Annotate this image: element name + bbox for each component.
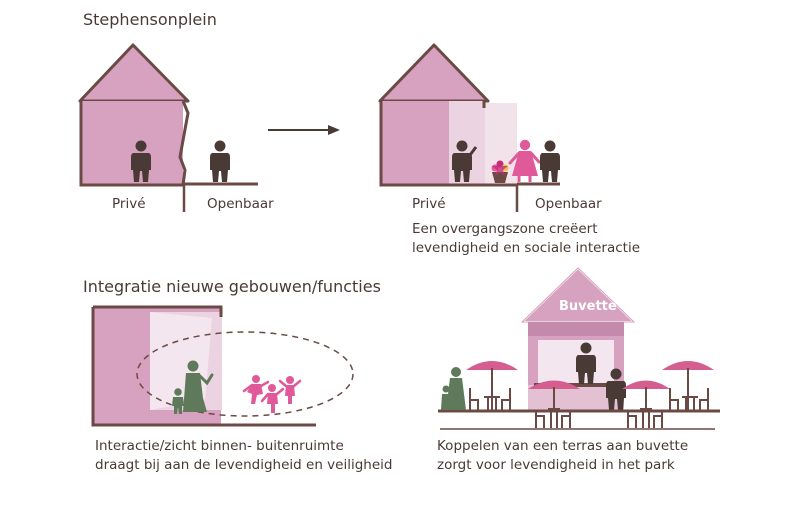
woman-green-icon bbox=[183, 360, 214, 412]
terrace bbox=[438, 361, 720, 430]
label-public-left: Openbaar bbox=[207, 196, 274, 212]
title-integration: Integratie nieuwe gebouwen/functies bbox=[83, 277, 381, 296]
caption-interaction-line2: draagt bij aan de levendigheid en veilig… bbox=[95, 457, 393, 473]
children-playing-pink-icon bbox=[242, 375, 302, 413]
umbrella-icon bbox=[622, 380, 670, 411]
arrow-right-icon bbox=[268, 125, 340, 135]
flower-pot-icon bbox=[491, 160, 509, 183]
building-integration bbox=[91, 305, 354, 427]
woman-with-child-green-icon bbox=[441, 367, 466, 410]
umbrella-icon bbox=[466, 361, 518, 411]
person-outside-right-icon bbox=[540, 140, 560, 182]
title-stephensonplein: Stephensonplein bbox=[83, 10, 217, 29]
label-private-left: Privé bbox=[112, 196, 146, 212]
buvette-sign: Buvette bbox=[559, 299, 617, 314]
caption-interaction-line1: Interactie/zicht binnen- buitenruimte bbox=[95, 438, 344, 454]
umbrella-icon bbox=[528, 380, 580, 411]
caption-terrace-line2: zorgt voor levendigheid in het park bbox=[437, 457, 675, 473]
house-right bbox=[378, 43, 560, 212]
label-public-right: Openbaar bbox=[535, 196, 602, 212]
person-outside-icon bbox=[210, 140, 230, 182]
house-left bbox=[78, 43, 258, 212]
caption-transition-line1: Een overgangszone creëert bbox=[412, 221, 598, 237]
caption-transition-line2: levendigheid en sociale interactie bbox=[412, 240, 641, 256]
buvette-building bbox=[519, 266, 637, 410]
caption-terrace-line1: Koppelen van een terras aan buvette bbox=[437, 438, 689, 454]
umbrella-icon bbox=[662, 361, 714, 411]
woman-pink-icon bbox=[508, 139, 541, 182]
chairs-and-tables bbox=[469, 388, 709, 428]
label-private-right: Privé bbox=[412, 196, 446, 212]
